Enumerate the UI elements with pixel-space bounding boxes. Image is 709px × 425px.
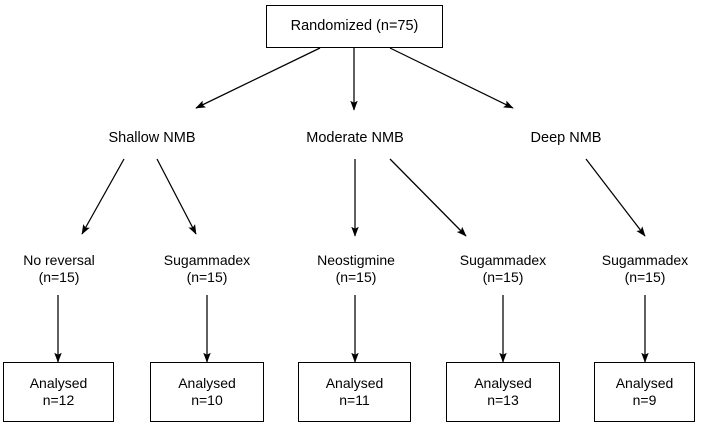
node-arm-moderate-sugammadex-count: (n=15) (482, 269, 524, 285)
node-arm-no-reversal: No reversal (n=15) (4, 249, 114, 289)
node-analysed-3: Analysed n=11 (298, 362, 411, 422)
node-arm-deep-sugammadex-count: (n=15) (624, 269, 666, 285)
node-analysed-2-count: n=10 (191, 392, 223, 408)
node-analysed-1-count: n=12 (42, 392, 75, 408)
node-analysed-1-label: Analysed (29, 374, 88, 391)
node-arm-neostigmine: Neostigmine (n=15) (298, 249, 414, 289)
node-shallow-nmb-label: Shallow NMB (108, 129, 196, 146)
node-arm-moderate-sugammadex: Sugammadex (n=15) (444, 249, 562, 289)
node-analysed-1: Analysed n=12 (3, 362, 114, 422)
node-arm-shallow-sugammadex-count: (n=15) (186, 269, 228, 285)
node-arm-deep-sugammadex-name: Sugammadex (601, 251, 689, 268)
node-arm-deep-sugammadex: Sugammadex (n=15) (586, 249, 704, 289)
node-arm-no-reversal-name: No reversal (23, 251, 95, 268)
node-arm-moderate-sugammadex-name: Sugammadex (459, 251, 547, 268)
node-deep-nmb: Deep NMB (512, 127, 620, 149)
node-arm-neostigmine-count: (n=15) (335, 269, 377, 285)
edge-deep-to-sugammadex (585, 158, 646, 237)
node-analysed-3-label: Analysed (325, 374, 384, 391)
edge-randomized-to-deep (389, 47, 514, 109)
node-analysed-4-label: Analysed (474, 374, 532, 391)
node-analysed-5-label: Analysed (615, 374, 674, 391)
node-arm-neostigmine-name: Neostigmine (317, 251, 395, 268)
node-shallow-nmb: Shallow NMB (92, 127, 212, 149)
edge-shallow-to-sugammadex (156, 158, 197, 235)
node-analysed-4: Analysed n=13 (446, 362, 560, 422)
node-deep-nmb-label: Deep NMB (530, 129, 602, 146)
node-analysed-3-count: n=11 (339, 392, 370, 408)
node-analysed-5-count: n=9 (632, 392, 657, 408)
edge-moderate-to-sugammadex (389, 158, 467, 237)
node-arm-shallow-sugammadex: Sugammadex (n=15) (148, 249, 266, 289)
node-arm-no-reversal-count: (n=15) (38, 269, 80, 285)
node-analysed-4-count: n=13 (487, 392, 519, 408)
node-arm-shallow-sugammadex-name: Sugammadex (163, 251, 251, 268)
node-moderate-nmb-label: Moderate NMB (306, 129, 404, 146)
node-analysed-2: Analysed n=10 (150, 362, 264, 422)
node-randomized-label: Randomized (n=75) (290, 18, 419, 35)
node-moderate-nmb: Moderate NMB (294, 127, 416, 149)
node-analysed-5: Analysed n=9 (594, 362, 695, 422)
edge-randomized-to-shallow (195, 47, 321, 109)
node-randomized: Randomized (n=75) (266, 5, 443, 48)
edge-shallow-to-no-reversal (81, 158, 125, 235)
node-analysed-2-label: Analysed (178, 374, 236, 391)
